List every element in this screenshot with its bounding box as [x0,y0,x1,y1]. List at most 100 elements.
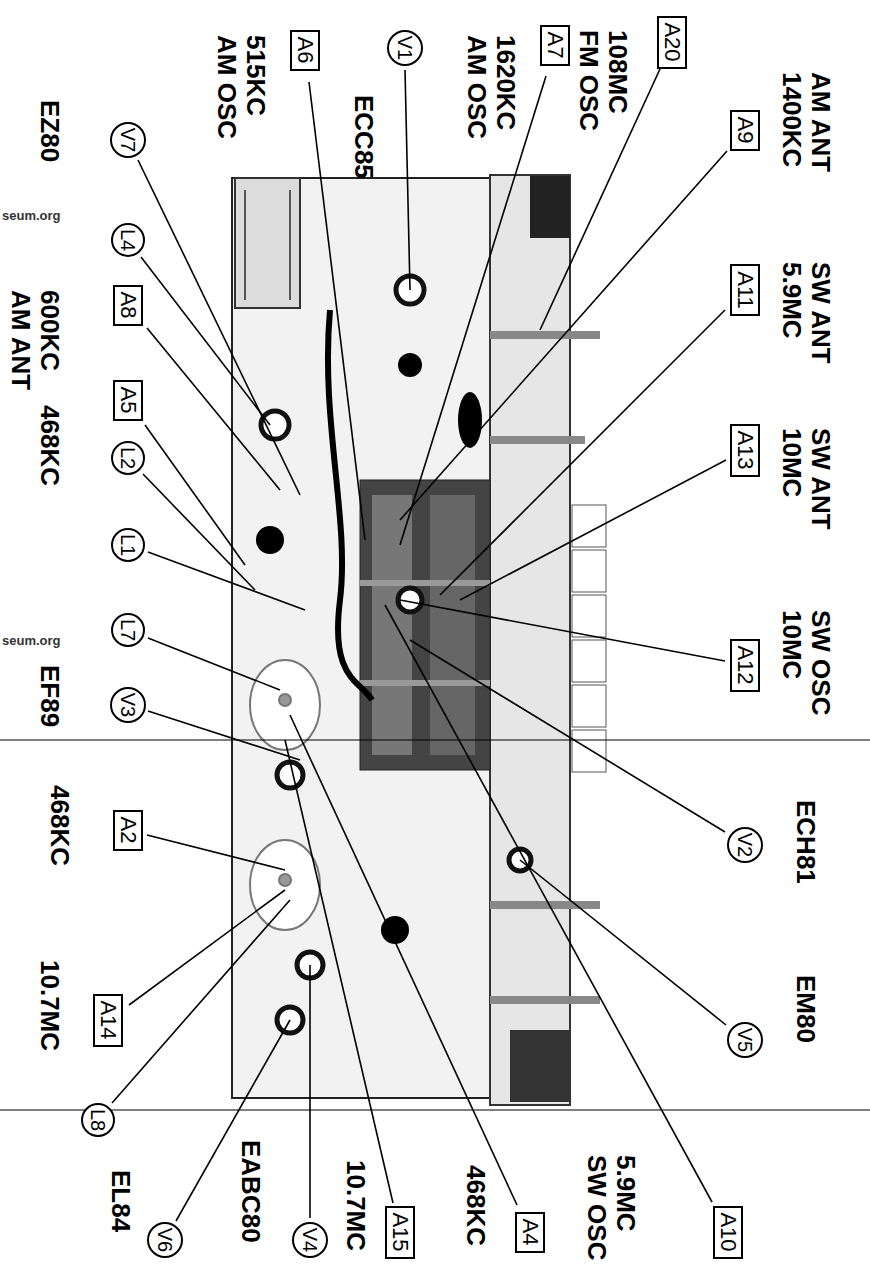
part-circle: V6EL84 [147,1222,183,1258]
alignment-note: EL84 [106,1170,135,1270]
chassis-circle [277,762,303,788]
chassis-line [405,70,410,290]
alignment-box: A11SW ANT 5.9MC [730,264,760,316]
alignment-note: 600KC AM ANT [7,290,64,404]
part-circle: L1 [111,528,145,562]
chassis-line [490,436,585,444]
watermark: seum.org [2,633,61,648]
part-circle: V5EM80 [727,1022,763,1058]
callout-number: A15 [388,1212,412,1251]
callout-number: L4 [117,229,139,251]
chassis-line [309,965,311,1218]
chassis-line [440,310,725,595]
chassis-rect [235,178,300,308]
alignment-box: A4468KC [515,1212,545,1253]
alignment-note: 468KC [35,405,64,519]
alignment-note: 5.9MC SW OSC [583,1155,640,1269]
chassis-rect [572,595,606,637]
alignment-box: A8600KC AM ANT [113,285,143,326]
chassis-line [129,890,285,1005]
tuning-gang [360,480,490,770]
alignment-note: 108MC FM OSC [575,30,632,144]
chassis-line [385,605,712,1202]
callout-number: V2 [734,833,756,857]
chassis-line [176,1020,290,1221]
leader-lines [112,69,727,1221]
chassis-ellipse [458,392,482,448]
alignment-note: EZ80 [35,100,64,214]
chassis-line [400,76,546,545]
part-circle: V1ECC85 [387,30,423,66]
callout-number: A5 [116,387,140,414]
chassis-line [244,190,246,300]
callout-number: A20 [660,22,684,61]
chassis-rect [510,1030,570,1102]
chassis-circle [398,353,422,377]
callout-number: A13 [733,430,757,469]
callout-number: V4 [299,1228,321,1252]
chassis-line [0,1110,870,1111]
chassis-ellipse [250,660,320,750]
callout-number: A12 [733,645,757,684]
callout-number: V7 [117,128,139,152]
callout-number: A6 [293,37,317,64]
chassis-line [138,160,300,495]
alignment-note: EF89 [35,665,64,779]
alignment-note: 515KC AM OSC [213,35,270,149]
chassis-line [460,460,726,600]
callout-number: L7 [117,619,139,641]
part-circle: V7EZ80 [110,122,146,158]
alignment-note: 10.7MC [341,1160,370,1270]
chassis-line [147,328,280,490]
callout-number: V6 [154,1228,176,1252]
chassis [232,175,570,1105]
shafts [490,335,600,1000]
alignment-box: A20108MC FM OSC [657,16,687,69]
chassis-line [148,711,300,760]
chassis-rect [572,685,606,727]
chassis-line [285,740,393,1203]
chassis-line [290,715,517,1205]
alignment-box: A1510.7MC [385,1206,415,1259]
chassis-ellipse [250,840,320,930]
cable [328,310,372,700]
chassis-line [289,190,291,300]
chassis-rect [360,680,490,686]
part-circle: V4EABC80 [292,1222,328,1258]
alignment-box: A105.9MC SW OSC [713,1206,743,1259]
callout-number: V5 [734,1028,756,1052]
callout-number: V3 [117,693,139,717]
alignment-box: A6515KC AM OSC [290,30,320,71]
alignment-box: A5468KC [113,380,143,421]
chassis-circle [279,874,291,886]
callout-number: V1 [394,36,416,60]
callout-number: L2 [117,447,139,469]
part-circle: L4 [111,223,145,257]
chassis-line [490,996,600,1004]
part-circle: V2ECH81 [727,827,763,863]
chassis-rect [572,640,606,682]
chassis-line [490,331,600,339]
chassis-line [145,425,245,565]
alignment-note: ECH81 [791,800,820,914]
alignment-note: 468KC [45,785,74,899]
callout-number: A4 [518,1219,542,1246]
alignment-box: A13SW ANT 10MC [730,424,760,477]
callout-number: A11 [733,271,757,309]
callout-number: L1 [117,534,139,556]
callout-number: A14 [96,1000,120,1039]
chassis-rect [572,550,606,592]
chassis-rect [360,480,490,770]
callout-number: L8 [87,1109,109,1131]
callout-number: A2 [116,817,140,844]
chassis-circle [256,526,284,554]
scan-lines [0,740,870,1110]
callout-number: A10 [716,1212,740,1251]
alignment-note: EABC80 [236,1140,265,1254]
alignment-box: A2468KC [113,810,143,851]
chassis-line [0,740,870,741]
chassis-line [490,901,600,909]
if-cans [250,660,320,930]
part-circle: L2 [111,441,145,475]
